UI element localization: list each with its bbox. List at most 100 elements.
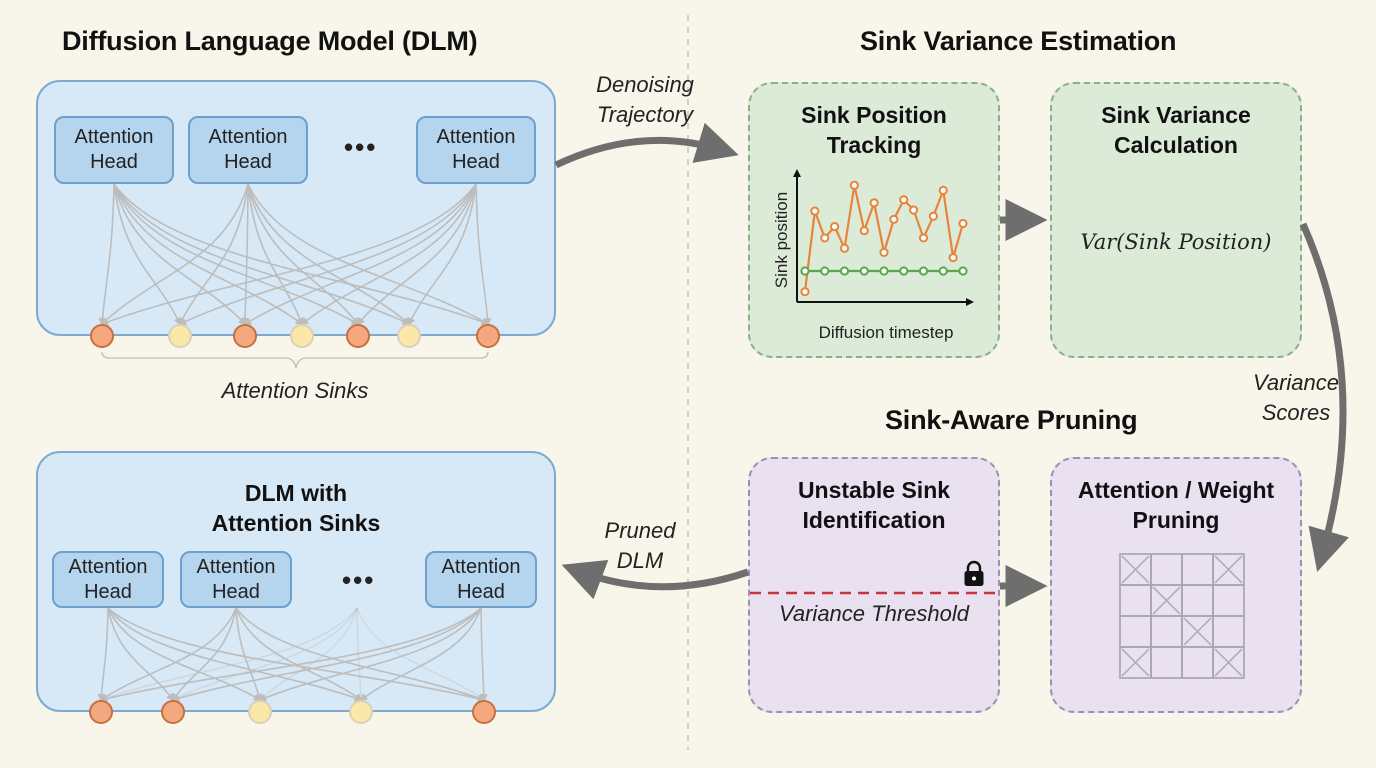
pruned-dlm-label: Pruned DLM: [585, 516, 695, 576]
title-line1: Sink Variance: [1101, 102, 1251, 128]
pruned-dlm-arrow: [561, 560, 750, 600]
attention-edge: [247, 183, 360, 326]
attention-edge: [243, 183, 477, 326]
head-label-line1: Attention: [436, 126, 516, 148]
attention-head-1[interactable]: Attention Head: [52, 551, 164, 608]
title-line1: Unstable Sink: [797, 477, 951, 503]
attention-edge: [407, 183, 477, 326]
head-label-line1: Attention: [196, 555, 276, 578]
attention-edge: [100, 183, 477, 326]
stable-sink-point: [820, 266, 830, 276]
pruned-dlm-title-line2: Attention Sinks: [211, 510, 381, 536]
attention-edge: [107, 607, 175, 702]
stable-sink-point: [918, 266, 929, 276]
head-label-line2: Head: [212, 580, 260, 603]
unstable-sink-point: [859, 226, 869, 236]
unstable-sink-point: [810, 206, 820, 216]
variance-formula: Var(Sink Position): [1080, 230, 1272, 254]
head-label-line2: Head: [84, 580, 132, 603]
stable-sink-point: [800, 266, 810, 276]
head-label-line1: Attention: [208, 126, 288, 148]
pruned-mark-icon: [1183, 617, 1212, 646]
pruned-mark-icon: [1214, 648, 1243, 677]
unstable-sink-point: [889, 214, 899, 224]
denoising-trajectory-label: Denoising Trajectory: [570, 70, 720, 130]
normal-token: [397, 324, 421, 348]
attention-edge: [235, 607, 486, 702]
attention-sinks-label: Attention Sinks: [221, 378, 369, 403]
attention-edge: [107, 607, 262, 702]
unstable-sink-point: [918, 233, 929, 243]
ellipsis: •••: [344, 132, 378, 162]
title-line2: Identification: [802, 507, 946, 533]
weight-cell: [1212, 646, 1245, 679]
attention-edge: [107, 607, 363, 702]
stable-sink-point: [899, 266, 909, 276]
sink-token: [472, 700, 496, 724]
attention-edge: [99, 607, 237, 702]
title-line2: Pruning: [1132, 507, 1220, 533]
attention-head-n[interactable]: Attention Head: [425, 551, 537, 608]
sink-token: [346, 324, 370, 348]
attention-edge: [100, 183, 249, 326]
attention-edge: [359, 607, 482, 702]
attention-head-2[interactable]: Attention Head: [188, 116, 308, 184]
pruned-dlm-title-line1: DLM with: [244, 480, 348, 506]
label-line2: DLM: [616, 548, 664, 573]
attention-edge: [113, 183, 182, 326]
normal-token: [349, 700, 373, 724]
variance-scores-arrow: [1299, 222, 1349, 572]
attention-edge: [98, 183, 115, 326]
unstable-sink-point: [928, 211, 938, 221]
stable-sink-point: [938, 266, 948, 276]
sink-token: [89, 700, 113, 724]
unstable-sink-point: [869, 198, 879, 208]
attention-edge: [235, 607, 263, 702]
x-axis-label: Diffusion timestep: [819, 323, 954, 342]
pruned-mark-icon: [1152, 586, 1181, 615]
attention-edge: [258, 607, 482, 702]
label-line1: Variance: [1252, 370, 1339, 395]
variance-threshold-label: Variance Threshold: [779, 601, 969, 626]
unstable-sink-identification-title: Unstable Sink Identification: [750, 475, 998, 535]
attention-edge: [171, 607, 358, 701]
normal-token: [168, 324, 192, 348]
attention-edge: [113, 183, 490, 326]
sink-token: [90, 324, 114, 348]
attention-edge: [479, 607, 488, 702]
sink-position-tracking-title: Sink Position Tracking: [750, 100, 998, 160]
head-label-line1: Attention: [74, 126, 154, 148]
unstable-sink-point: [938, 185, 948, 195]
attention-edge: [356, 607, 486, 702]
y-axis-label: Sink position: [772, 192, 791, 288]
attention-edge: [113, 183, 411, 326]
attention-edge: [97, 607, 109, 702]
sink-token: [161, 700, 185, 724]
attention-edge: [178, 183, 477, 326]
unstable-sink-point: [849, 180, 859, 190]
attention-edge: [179, 183, 249, 326]
attention-head-n[interactable]: Attention Head: [416, 116, 536, 184]
attention-edge: [99, 607, 482, 703]
attention-edge: [247, 183, 304, 326]
sink-token: [233, 324, 257, 348]
head-label-line2: Head: [90, 151, 138, 173]
head-label-line2: Head: [224, 151, 272, 173]
label-line1: Denoising: [596, 72, 694, 97]
unstable-sink-point: [830, 221, 840, 232]
pruned-mark-icon: [1121, 555, 1150, 584]
unstable-sink-point: [909, 205, 919, 215]
head-label-line2: Head: [452, 151, 500, 173]
head-label-line2: Head: [457, 580, 505, 603]
attention-head-2[interactable]: Attention Head: [180, 551, 292, 608]
attention-head-1[interactable]: Attention Head: [54, 116, 174, 184]
attention-edge: [235, 607, 363, 702]
attention-edge: [356, 607, 365, 702]
